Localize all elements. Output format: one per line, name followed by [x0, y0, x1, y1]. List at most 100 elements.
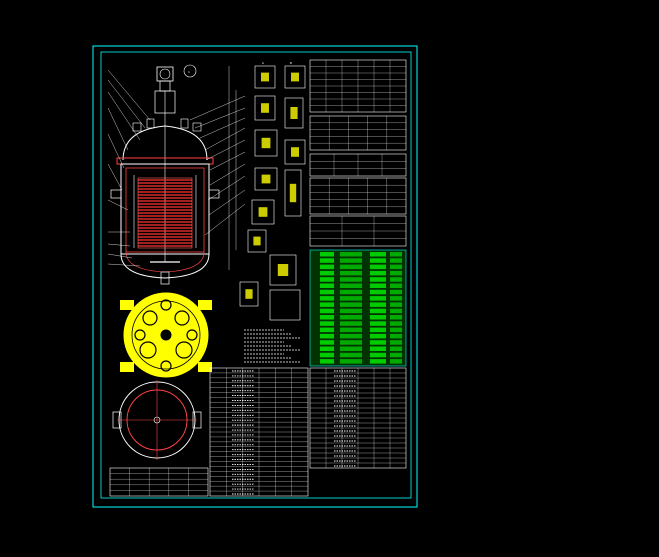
section-lug-right [192, 411, 202, 429]
nozzle-table-cell [320, 277, 334, 282]
nozzle-table-cell [320, 252, 334, 257]
nozzle-table-cell [370, 327, 386, 333]
nozzle-table-cell [370, 346, 386, 351]
nozzle-table-cell [340, 270, 362, 276]
leader-line [107, 199, 129, 211]
nozzle-table-cell [390, 308, 402, 314]
nozzle-table-cell [340, 289, 362, 295]
leader-line [107, 243, 131, 247]
nozzle-table-cell [320, 264, 334, 270]
top-view-lug-4 [198, 362, 212, 372]
detail-views: A B [239, 61, 306, 363]
nozzle-table-cell [320, 359, 334, 364]
vessel-elevation: 1 [107, 64, 246, 285]
detail-hatch [291, 72, 299, 82]
nozzle-table-cell [390, 302, 402, 307]
bottom-outlet [160, 271, 170, 285]
leader-line [205, 139, 246, 161]
nozzle-table-cell [370, 258, 386, 263]
nozzle-table-cell [370, 289, 386, 295]
nozzle-n4 [192, 122, 202, 132]
top-view-nozzle [160, 299, 172, 311]
nozzle-table-cell [370, 333, 386, 339]
nozzle-table-cell [390, 264, 402, 270]
leader-line [107, 133, 125, 169]
leader-line [189, 95, 246, 121]
leader-line [107, 69, 151, 121]
nozzle-table-cell [320, 352, 334, 358]
top-view-shaft [160, 329, 172, 341]
nozzle-table-cell [340, 283, 362, 288]
nozzle-table-cell [390, 340, 402, 345]
nozzle-table-cell [370, 315, 386, 320]
nozzle-table-cell [370, 277, 386, 282]
nozzle-table-cell [390, 252, 402, 257]
nozzle-table-cell [320, 270, 334, 276]
nozzle-table-cell [320, 308, 334, 314]
nozzle-table-cell [390, 289, 402, 295]
detail-view [269, 254, 297, 286]
nozzle-table-cell [340, 258, 362, 263]
detail-hatch [261, 72, 269, 82]
detail-view [254, 65, 276, 89]
top-view-nozzles [134, 299, 198, 372]
detail-view [254, 167, 278, 191]
nozzle-table-cell [340, 252, 362, 257]
nozzle-table-cell [340, 352, 362, 358]
nozzle-table-cell [370, 252, 386, 257]
title-block [109, 467, 209, 497]
jacket-shell [120, 163, 210, 255]
nozzle-table-cell [340, 333, 362, 339]
leader-line [107, 163, 123, 191]
nozzle-table-cell [370, 302, 386, 307]
reducer [159, 80, 171, 92]
top-view-nozzle [139, 341, 157, 359]
detail-view [269, 289, 301, 321]
detail-view [247, 229, 267, 253]
nozzle-table-cell [390, 321, 402, 326]
detail-view [254, 129, 278, 157]
nozzle-table-cell [370, 308, 386, 314]
detail-view [251, 199, 275, 225]
nozzle-n3 [180, 118, 189, 129]
section-hub [153, 416, 161, 424]
leader-line [107, 253, 133, 259]
nozzle-table-cell [340, 327, 362, 333]
nozzle-table-cell [370, 340, 386, 345]
nozzle-table-cell [390, 346, 402, 351]
detail-hatch [290, 107, 298, 119]
nozzle-table-cell [390, 359, 402, 364]
nozzle-table-cell [340, 296, 362, 301]
top-view-nozzle [186, 329, 198, 341]
top-view-lug-2 [198, 300, 212, 310]
heating-coil [137, 177, 193, 249]
nozzle-table-cell [320, 283, 334, 288]
top-head [122, 125, 208, 161]
nozzle-table-cell [390, 352, 402, 358]
support-lug-left [110, 189, 122, 199]
leader-line [107, 263, 141, 267]
leader-line [107, 91, 141, 141]
detail-hatch [277, 264, 289, 276]
detail-view [239, 281, 259, 307]
nozzle-table-cell [370, 352, 386, 358]
nozzle-table-cell [320, 327, 334, 333]
detail-view [284, 139, 306, 165]
leader-line [194, 107, 246, 129]
nozzle-table-cell [320, 321, 334, 326]
leader-line [207, 175, 246, 201]
design-table [309, 177, 407, 215]
leader-line [209, 163, 246, 186]
nozzle-table-cell [320, 302, 334, 307]
detail-hatch [261, 174, 271, 184]
detail-view [284, 169, 302, 217]
nozzle-table-cell [390, 327, 402, 333]
nozzle-table-cell [370, 283, 386, 288]
support-lug-right [208, 189, 220, 199]
nozzle-table-cell [370, 264, 386, 270]
leader-line [199, 117, 246, 139]
nozzle-table-cell [340, 264, 362, 270]
nozzle-table-cell [390, 315, 402, 320]
leader-lines [107, 69, 246, 267]
